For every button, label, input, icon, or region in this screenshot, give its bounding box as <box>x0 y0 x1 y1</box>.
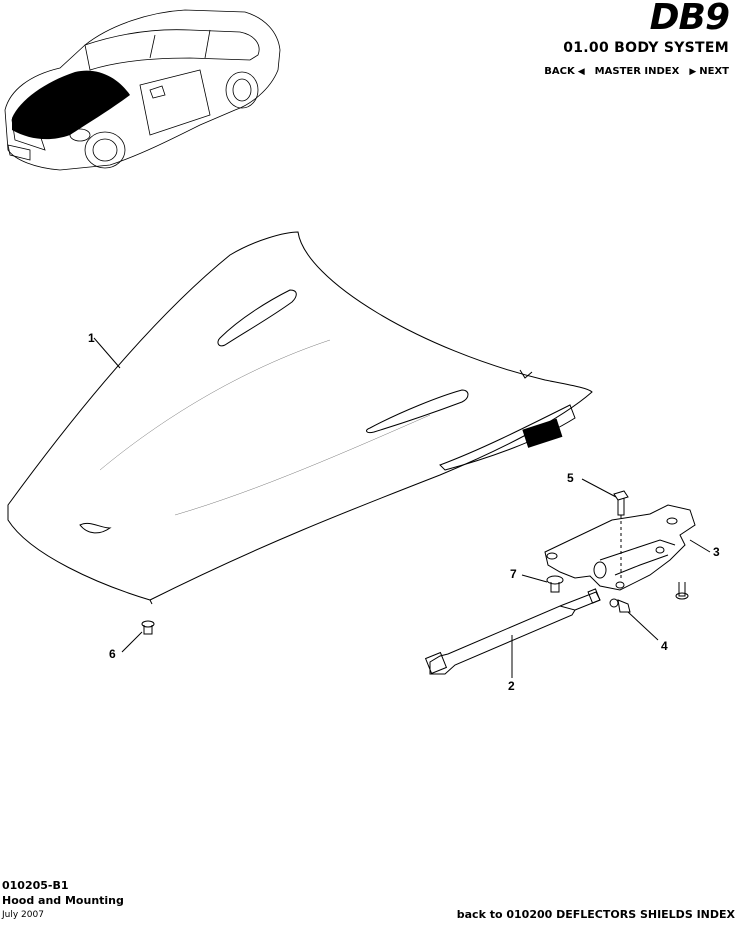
db9-logo: DB9 <box>649 0 730 38</box>
bolt-7 <box>546 575 564 593</box>
navigation-bar: BACK ◀ MASTER INDEX ▶ NEXT <box>544 66 729 77</box>
gas-strut <box>424 588 601 675</box>
car-thumbnail <box>4 9 281 171</box>
footer-info: 010205-B1 Hood and Mounting July 2007 <box>2 878 124 923</box>
triangle-left-icon: ◀ <box>577 66 585 77</box>
next-link[interactable]: ▶ NEXT <box>689 66 729 77</box>
master-index-link[interactable]: MASTER INDEX <box>595 66 680 77</box>
ball-stud-4 <box>609 598 631 613</box>
hood-hinge <box>544 504 696 591</box>
callout-7: 7 <box>510 567 517 581</box>
hood-mounting-diagram: 1 2 3 4 5 6 7 <box>7 231 720 693</box>
diagram-date: July 2007 <box>2 910 44 920</box>
callout-4: 4 <box>661 639 668 653</box>
hood-panel <box>7 231 593 601</box>
triangle-right-icon: ▶ <box>689 66 697 77</box>
callout-6: 6 <box>109 647 116 661</box>
next-label: NEXT <box>699 66 729 77</box>
bolt-5 <box>613 490 629 580</box>
back-label: BACK <box>544 66 575 77</box>
callout-3: 3 <box>713 545 720 559</box>
callout-2: 2 <box>508 679 515 693</box>
diagram-code: 010205-B1 <box>2 879 69 892</box>
callout-1: 1 <box>88 331 95 345</box>
diagram-name: Hood and Mounting <box>2 894 124 907</box>
callout-5: 5 <box>567 471 574 485</box>
bolt-hinge-right <box>675 582 689 600</box>
master-index-label: MASTER INDEX <box>594 66 680 77</box>
back-link[interactable]: BACK ◀ <box>544 66 584 77</box>
bump-stop-6 <box>141 620 155 635</box>
section-title: 01.00 BODY SYSTEM <box>563 40 729 56</box>
back-to-index-link[interactable]: back to 010200 DEFLECTORS SHIELDS INDEX <box>456 908 735 921</box>
